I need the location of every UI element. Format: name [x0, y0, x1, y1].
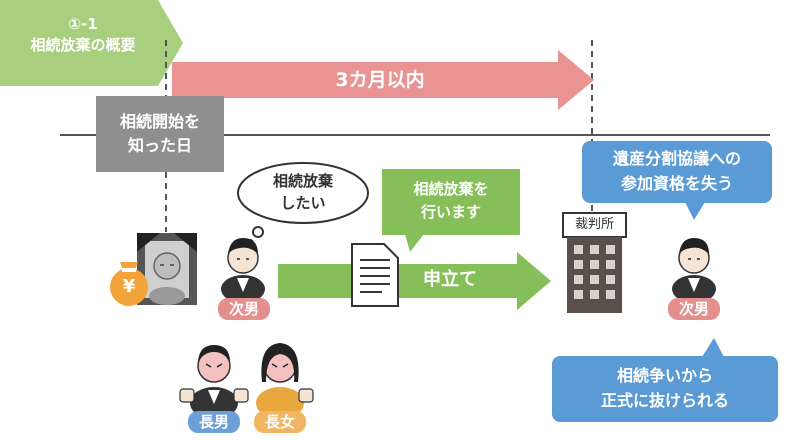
- header-title: 相続放棄の概要: [30, 36, 136, 54]
- eldest-son-figure: [179, 345, 249, 419]
- start-box-line2: 知った日: [127, 136, 192, 155]
- court-building-icon: [562, 212, 627, 313]
- result-bottom-line1: 相続争いから: [616, 366, 713, 385]
- result-top-line2: 参加資格を失う: [620, 174, 733, 193]
- period-arrow: [172, 50, 594, 110]
- thought-bubble-text: 相続放棄 したい: [240, 170, 366, 214]
- result-top-line1: 遺産分割協議への: [612, 149, 741, 168]
- second-son-right-label: 次男: [668, 298, 720, 320]
- money-bag-symbol: ¥: [122, 276, 136, 297]
- filing-arrow: [278, 252, 551, 310]
- header-chevron: [0, 0, 183, 86]
- result-bottom-line2: 正式に抜けられる: [600, 391, 729, 410]
- eldest-son-label: 長男: [188, 411, 240, 433]
- speech-box-text: 相続放棄を 行います: [382, 178, 520, 224]
- speech-line1: 相続放棄を: [413, 180, 489, 198]
- second-son-left-figure: [221, 238, 265, 303]
- result-top-tail: [685, 202, 705, 220]
- second-son-left-label: 次男: [218, 298, 270, 320]
- result-bottom-text: 相続争いから 正式に抜けられる: [552, 363, 778, 413]
- speech-box: [382, 169, 520, 235]
- money-bag-icon: [110, 262, 148, 306]
- start-box-line1: 相続開始を: [119, 112, 200, 131]
- speech-tail: [405, 234, 424, 252]
- thought-line1: 相続放棄: [272, 172, 333, 190]
- eldest-daughter-figure: [256, 343, 314, 419]
- result-top-box: [582, 141, 772, 203]
- start-box-text: 相続開始を 知った日: [96, 110, 224, 158]
- result-bottom-tail: [702, 338, 724, 357]
- speech-line2: 行います: [420, 203, 481, 221]
- period-label: 3カ月以内: [335, 69, 425, 91]
- thought-dot: [252, 226, 264, 238]
- eldest-daughter-label: 長女: [254, 411, 306, 433]
- result-bottom-box: [552, 356, 778, 422]
- header-label: ①-1 相続放棄の概要: [0, 14, 166, 56]
- thought-bubble: [237, 162, 369, 224]
- thought-line2: したい: [280, 194, 326, 212]
- filing-arrow-label: 申立て: [423, 269, 477, 290]
- result-top-text: 遺産分割協議への 参加資格を失う: [582, 146, 772, 196]
- header-number: ①-1: [68, 15, 98, 33]
- court-label: 裁判所: [574, 217, 614, 232]
- start-box: [96, 96, 224, 172]
- document-icon: [351, 243, 399, 307]
- second-son-right-figure: [672, 238, 716, 303]
